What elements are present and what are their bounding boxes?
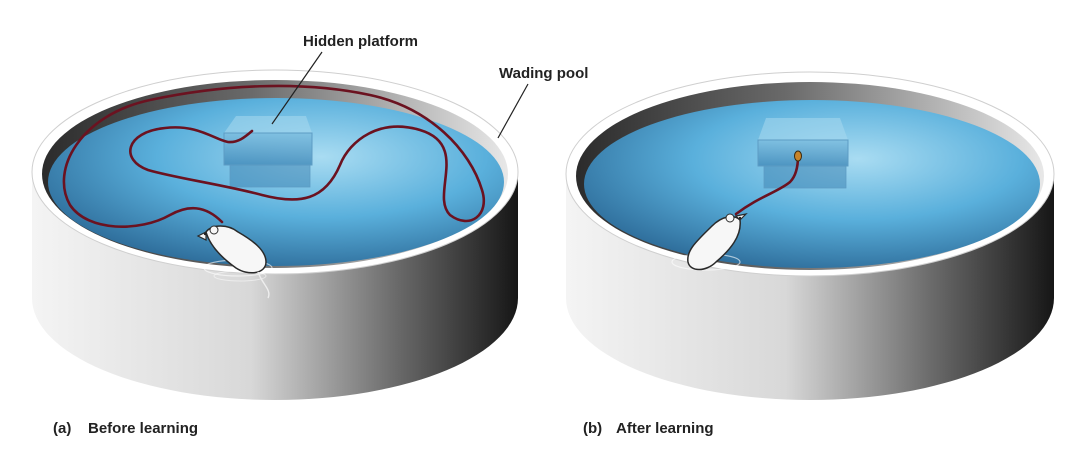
- hidden-platform-leader: [271, 51, 323, 125]
- pool-a-rat-icon: [196, 225, 273, 299]
- panel-b-tag: (b): [583, 420, 602, 437]
- pool-b: [565, 71, 1055, 400]
- pool-b-rat-icon: [671, 213, 748, 271]
- pool-b-rat-on-platform-icon: [794, 150, 802, 162]
- panel-a-caption: Before learning: [88, 420, 198, 437]
- wading-pool-label: Wading pool: [499, 65, 588, 82]
- pool-b-hidden-platform: [757, 118, 849, 189]
- wading-pool-leader: [497, 83, 529, 139]
- panel-b-caption: After learning: [616, 420, 714, 437]
- pool-b-swim-path: [734, 154, 800, 216]
- pool-a-swim-path: [62, 84, 485, 229]
- pool-a-hidden-platform: [223, 116, 313, 188]
- pool-a: [31, 69, 519, 400]
- hidden-platform-label: Hidden platform: [303, 33, 418, 50]
- panel-a-tag: (a): [53, 420, 71, 437]
